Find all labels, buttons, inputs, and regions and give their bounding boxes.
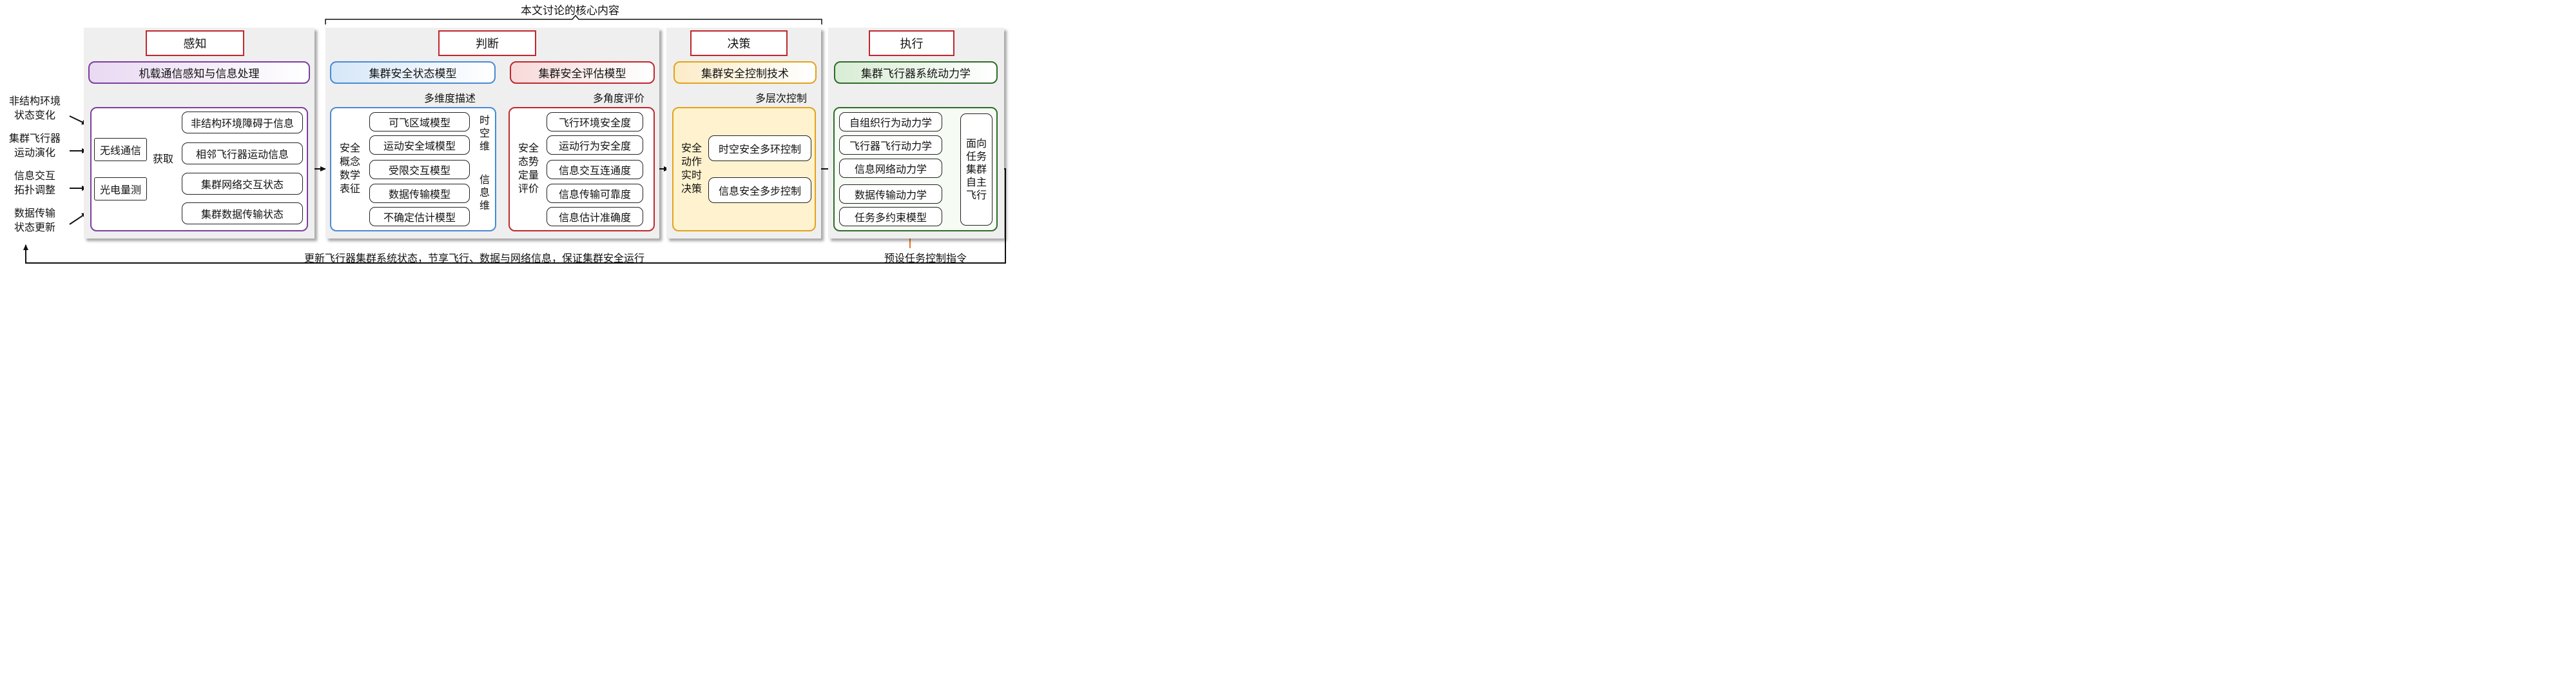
framework-diagram: 本文讨论的核心内容 非结构环境 状态变化 集群飞行器 运动演化 信息交互 拓扑调… [0,0,1010,269]
info-item-uncertain: 不确定估计模型 [369,207,470,226]
acquire-label: 获取 [153,153,174,165]
spacetime-item-safe-domain: 运动安全域模型 [369,135,470,155]
sensing-output-neighbor: 相邻飞行器运动信息 [182,142,303,164]
decision-side-label: 安全 动作 实时 决策 [681,142,702,195]
sensing-output-transfer: 集群数据传输状态 [182,202,303,224]
decision-subtitle: 集群安全控制技术 [673,61,817,84]
spacetime-item-flyable: 可飞区域模型 [369,112,470,132]
exec-item-flight: 飞行器飞行动力学 [839,135,942,155]
decision-item-spacetime: 时空安全多环控制 [708,135,811,161]
eval-item-connectivity: 信息交互连通度 [547,160,643,179]
eval-item-reliability: 信息传输可靠度 [547,184,643,203]
state-model-arrow-label: 多维度描述 [424,92,476,104]
preset-label: 预设任务控制指令 [884,252,967,264]
eval-model-arrow-label: 多角度评价 [593,92,645,104]
decision-content-box [672,107,816,231]
sensing-title: 感知 [146,30,244,56]
sensing-output-network: 集群网络交互状态 [182,173,303,195]
input-label-motion: 集群飞行器 运动演化 [8,132,61,159]
decision-title: 决策 [690,30,788,56]
spacetime-dim-label: 时 空 维 [479,114,490,152]
core-brace [325,14,822,24]
exec-result: 面向 任务 集群 自主 飞行 [960,113,993,226]
input-label-env: 非结构环境 状态变化 [8,95,61,121]
feedback-label: 更新飞行器集群系统状态，节享飞行、数据与网络信息，保证集群安全运行 [304,252,645,264]
source-optical: 光电量测 [94,177,147,200]
eval-item-motion: 运动行为安全度 [547,135,643,155]
decision-arrow-label: 多层次控制 [755,92,808,104]
execution-subtitle: 集群飞行器系统动力学 [834,61,998,84]
exec-item-network: 信息网络动力学 [839,159,942,178]
exec-item-transfer: 数据传输动力学 [839,184,942,204]
eval-item-environment: 飞行环境安全度 [547,112,643,132]
exec-item-constraints: 任务多约束模型 [839,207,942,226]
source-wireless: 无线通信 [94,138,147,161]
eval-item-accuracy: 信息估计准确度 [547,207,643,226]
exec-item-self-organize: 自组织行为动力学 [839,112,942,132]
info-item-limited: 受限交互模型 [369,160,470,179]
core-content-label: 本文讨论的核心内容 [521,5,619,17]
state-model-title: 集群安全状态模型 [330,61,496,84]
state-model-side-label: 安全 概念 数学 表征 [339,142,360,195]
sensing-output-obstacle: 非结构环境障碍于信息 [182,112,303,133]
decision-item-info: 信息安全多步控制 [708,177,811,203]
execution-title: 执行 [869,30,954,56]
eval-model-side-label: 安全 态势 定量 评价 [518,142,539,195]
info-item-transfer: 数据传输模型 [369,184,470,203]
eval-model-title: 集群安全评估模型 [510,61,655,84]
info-dim-label: 信 息 维 [479,173,490,211]
input-label-topology: 信息交互 拓扑调整 [14,170,55,196]
input-label-transfer: 数据传输 状态更新 [14,207,55,233]
judgment-title: 判断 [438,30,536,56]
sensing-subtitle: 机载通信感知与信息处理 [88,61,310,84]
